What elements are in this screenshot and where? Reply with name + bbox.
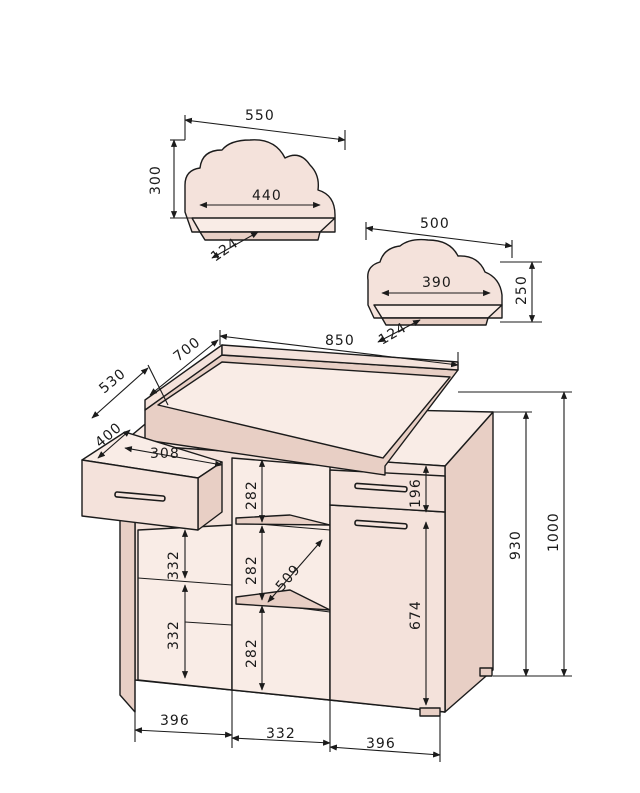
large-shelf-dimensions: 550 300 440 124 bbox=[148, 108, 346, 265]
large-cloud-shelf bbox=[184, 139, 336, 241]
height-dimensions: 930 1000 196 674 bbox=[408, 391, 572, 706]
small-shelf-height-label: 250 bbox=[514, 275, 530, 305]
large-shelf-length-label: 440 bbox=[252, 188, 282, 204]
cabinet-height-label: 930 bbox=[508, 530, 524, 560]
small-shelf-width-label: 500 bbox=[420, 216, 450, 232]
left-upper-height-label: 332 bbox=[166, 550, 182, 580]
middle-middle-height-label: 282 bbox=[244, 555, 260, 585]
top-width-label: 850 bbox=[325, 333, 355, 349]
bottom-left-width-label: 396 bbox=[160, 713, 190, 729]
bottom-right-width-label: 396 bbox=[366, 736, 396, 752]
small-shelf-length-label: 390 bbox=[422, 275, 452, 291]
bottom-middle-width-label: 332 bbox=[266, 726, 296, 742]
middle-top-height-label: 282 bbox=[244, 480, 260, 510]
middle-bottom-height-label: 282 bbox=[244, 638, 260, 668]
bottom-width-dimensions: 396 332 396 bbox=[134, 680, 441, 762]
drawer-width-label: 308 bbox=[150, 446, 180, 462]
total-height-label: 1000 bbox=[546, 512, 562, 552]
top-depth-label: 700 bbox=[171, 334, 204, 365]
drawer-front-height-label: 196 bbox=[408, 478, 424, 508]
large-shelf-width-label: 550 bbox=[245, 108, 275, 124]
door-height-label: 674 bbox=[408, 600, 424, 630]
small-cloud-shelf bbox=[367, 238, 503, 326]
large-shelf-height-label: 300 bbox=[148, 165, 164, 195]
left-lower-height-label: 332 bbox=[166, 620, 182, 650]
side-depth-label: 530 bbox=[96, 366, 129, 397]
